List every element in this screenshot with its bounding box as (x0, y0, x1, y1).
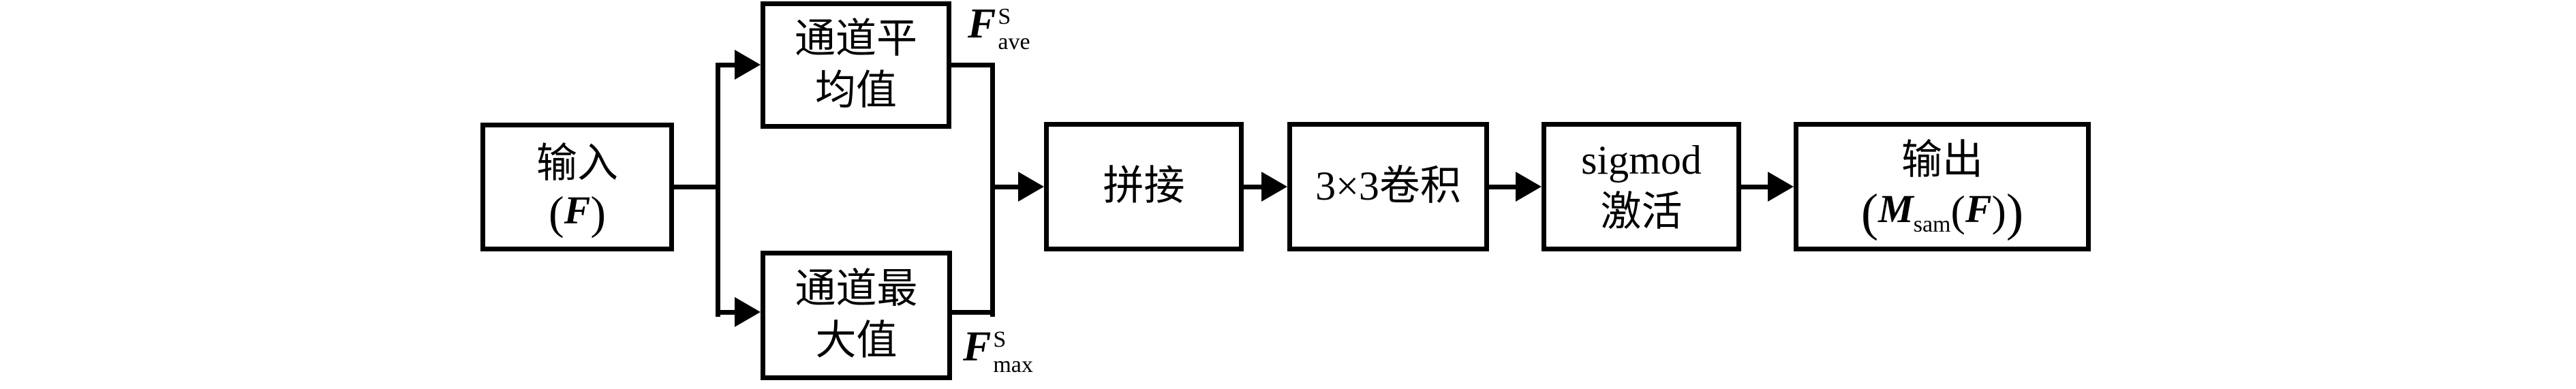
connector-sigmoid-to-output (1740, 185, 1769, 189)
connector-merge-to-concat (990, 185, 1019, 189)
label-f-max-sup: S (993, 327, 1007, 352)
node-concat: 拼接 (1044, 122, 1244, 251)
label-f-max-scripts: S max (993, 328, 1033, 377)
node-output-label: 输出 (1901, 138, 1983, 183)
arrowhead-into-sigmoid-icon (1516, 172, 1542, 202)
node-channel-max-line2: 大值 (815, 318, 898, 363)
branch-rail (716, 63, 720, 317)
label-f-ave-sup: S (998, 4, 1011, 29)
connector-avg-to-merge (949, 63, 995, 67)
node-conv3x3-label: 3×3卷积 (1315, 164, 1461, 209)
node-conv3x3: 3×3卷积 (1287, 122, 1489, 251)
arrowhead-into-conv-icon (1261, 172, 1287, 202)
label-f-max: F S max (963, 324, 1033, 377)
label-f-ave: F S ave (968, 1, 1030, 54)
label-f-ave-sub: ave (998, 29, 1030, 55)
node-concat-label: 拼接 (1103, 164, 1185, 209)
label-f-ave-scripts: S ave (998, 5, 1030, 54)
connector-branch-to-max (716, 310, 736, 315)
node-output: 输出 (Msam(F)) (1794, 122, 2091, 251)
node-channel-max-line1: 通道最 (795, 266, 918, 312)
node-channel-average-line2: 均值 (815, 67, 897, 113)
node-output-formula: (Msam(F)) (1860, 183, 2024, 241)
connector-input-to-branch (672, 185, 720, 189)
node-channel-max: 通道最 大值 (761, 251, 952, 380)
arrowhead-into-output-icon (1768, 172, 1794, 202)
label-f-max-base: F (963, 324, 992, 370)
node-input-label: 输入 (536, 140, 618, 186)
merge-rail (990, 63, 995, 317)
connector-concat-to-conv (1242, 185, 1264, 189)
node-sigmoid-activation: sigmod 激活 (1542, 122, 1741, 251)
node-sigmoid-line1: sigmod (1581, 138, 1702, 183)
node-channel-average-line1: 通道平 (795, 16, 917, 61)
label-f-max-sub: max (993, 352, 1033, 377)
label-f-ave-base: F (968, 1, 996, 47)
arrowhead-into-concat-icon (1018, 172, 1044, 202)
node-channel-average: 通道平 均值 (761, 1, 951, 129)
arrowhead-into-max-icon (735, 297, 761, 327)
connector-branch-to-avg (716, 63, 736, 67)
node-sigmoid-line2: 激活 (1600, 189, 1683, 234)
arrowhead-into-avg-icon (735, 50, 761, 80)
connector-conv-to-sigmoid (1488, 185, 1517, 189)
connector-max-to-merge (951, 310, 995, 315)
node-input: 输入 (F) (480, 123, 674, 251)
node-input-formula: (F) (549, 187, 606, 239)
